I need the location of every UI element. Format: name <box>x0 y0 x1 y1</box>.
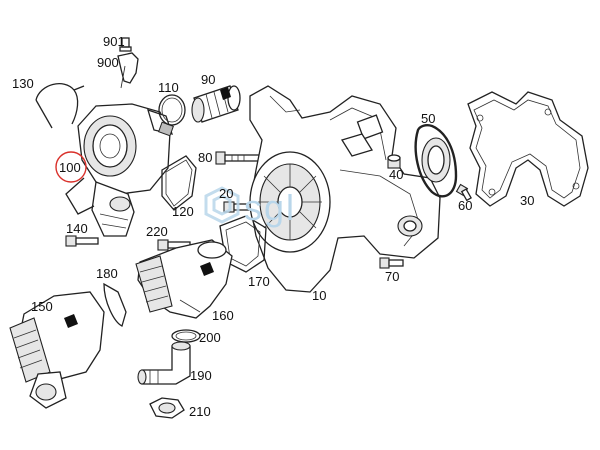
part-140-bolt <box>65 235 99 247</box>
part-label-80: 80 <box>198 150 213 165</box>
part-200-o-ring <box>171 329 201 343</box>
part-label-50: 50 <box>421 111 436 126</box>
part-150-connector <box>9 291 105 409</box>
part-70-bolt <box>379 257 404 269</box>
part-30-gasket <box>467 91 589 207</box>
watermark-text: sgl <box>244 187 297 228</box>
part-label-150: 150 <box>31 299 53 314</box>
part-130-wire-clip <box>35 83 85 129</box>
part-900-bracket <box>117 52 139 89</box>
part-label-220: 220 <box>146 224 168 239</box>
part-label-200: 200 <box>199 330 221 345</box>
part-190-elbow-pipe <box>137 341 191 385</box>
part-210-nut <box>149 397 185 419</box>
highlight-circle <box>55 151 87 183</box>
part-label-60: 60 <box>458 198 473 213</box>
part-label-130: 130 <box>12 76 34 91</box>
part-label-10: 10 <box>312 288 327 303</box>
part-label-160: 160 <box>212 308 234 323</box>
part-180-clip <box>103 282 127 327</box>
part-label-190: 190 <box>190 368 212 383</box>
part-901-clip <box>119 37 132 52</box>
part-label-900: 900 <box>97 55 119 70</box>
part-label-210: 210 <box>189 404 211 419</box>
watermark-logo <box>204 186 240 224</box>
part-label-40: 40 <box>389 167 404 182</box>
part-label-180: 180 <box>96 266 118 281</box>
part-10-water-pump <box>249 85 441 293</box>
part-label-100: 100 <box>59 160 81 175</box>
part-label-110: 110 <box>158 80 179 95</box>
part-label-901: 901 <box>103 34 125 49</box>
part-label-20: 20 <box>219 186 234 201</box>
part-label-170: 170 <box>248 274 270 289</box>
part-label-140: 140 <box>66 221 88 236</box>
part-label-70: 70 <box>385 269 400 284</box>
part-120-gasket <box>161 155 197 211</box>
part-100-thermostat-housing <box>65 103 174 237</box>
part-60-bolt <box>455 183 472 202</box>
part-40-plug <box>387 154 401 169</box>
part-label-90: 90 <box>201 72 216 87</box>
part-160-connector <box>135 239 233 319</box>
part-90-thermostat-insert <box>191 85 241 123</box>
part-label-120: 120 <box>172 204 194 219</box>
part-110-o-ring <box>158 94 186 126</box>
part-50-seal <box>414 124 458 198</box>
part-label-30: 30 <box>520 193 535 208</box>
